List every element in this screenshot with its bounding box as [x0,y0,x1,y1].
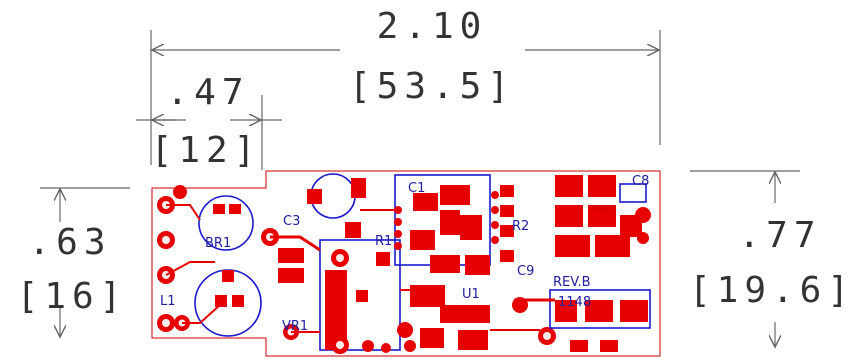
ref-r2: R2 [512,219,529,234]
input-pads [157,185,190,332]
left-height-dimension: .63 [16] [17,187,130,336]
ref-vr1: VR1 [282,319,308,334]
right-height-dimension: .77 [19.6] [689,170,855,346]
ref-br1: BR1 [205,236,231,251]
tab-width-mm: [12] [151,130,262,171]
silkscreen-labels: C3 BR1 C1 R1 R2 C8 C9 U1 VR1 L1 REV.B 11… [160,174,649,334]
pcb-board: POWER C3 BR1 C1 R1 R2 C8 C9 U1 VR1 L1 R [151,170,661,357]
overall-length-mm: [53.5] [349,66,515,107]
ref-c8: C8 [632,174,649,189]
right-height-inches: .77 [738,215,821,256]
overall-length-dimension: 2.10 [53.5] [150,6,661,165]
left-height-inches: .63 [28,222,111,263]
board-outline [151,170,661,357]
brand-logo-text: POWER [592,204,616,213]
capacitor-outlines [194,173,366,340]
date-code-label: 1148 [558,295,591,310]
ref-c1: C1 [408,181,425,196]
tab-width-inches: .47 [166,72,249,113]
ref-u1: U1 [462,287,480,302]
ref-l1: L1 [160,294,176,309]
tab-width-dimension: .47 [12] [136,72,282,171]
copper-traces [165,204,555,333]
ref-r1: R1 [375,234,392,249]
output-area: POWER [549,175,651,352]
right-height-mm: [19.6] [689,270,855,311]
transformer-area [278,222,416,354]
ref-c3: C3 [283,214,300,229]
overall-length-inches: 2.10 [377,6,488,47]
revision-label: REV.B [553,275,591,290]
left-height-mm: [16] [17,276,128,317]
controller-ic-area [394,174,556,350]
ref-c9: C9 [517,264,534,279]
